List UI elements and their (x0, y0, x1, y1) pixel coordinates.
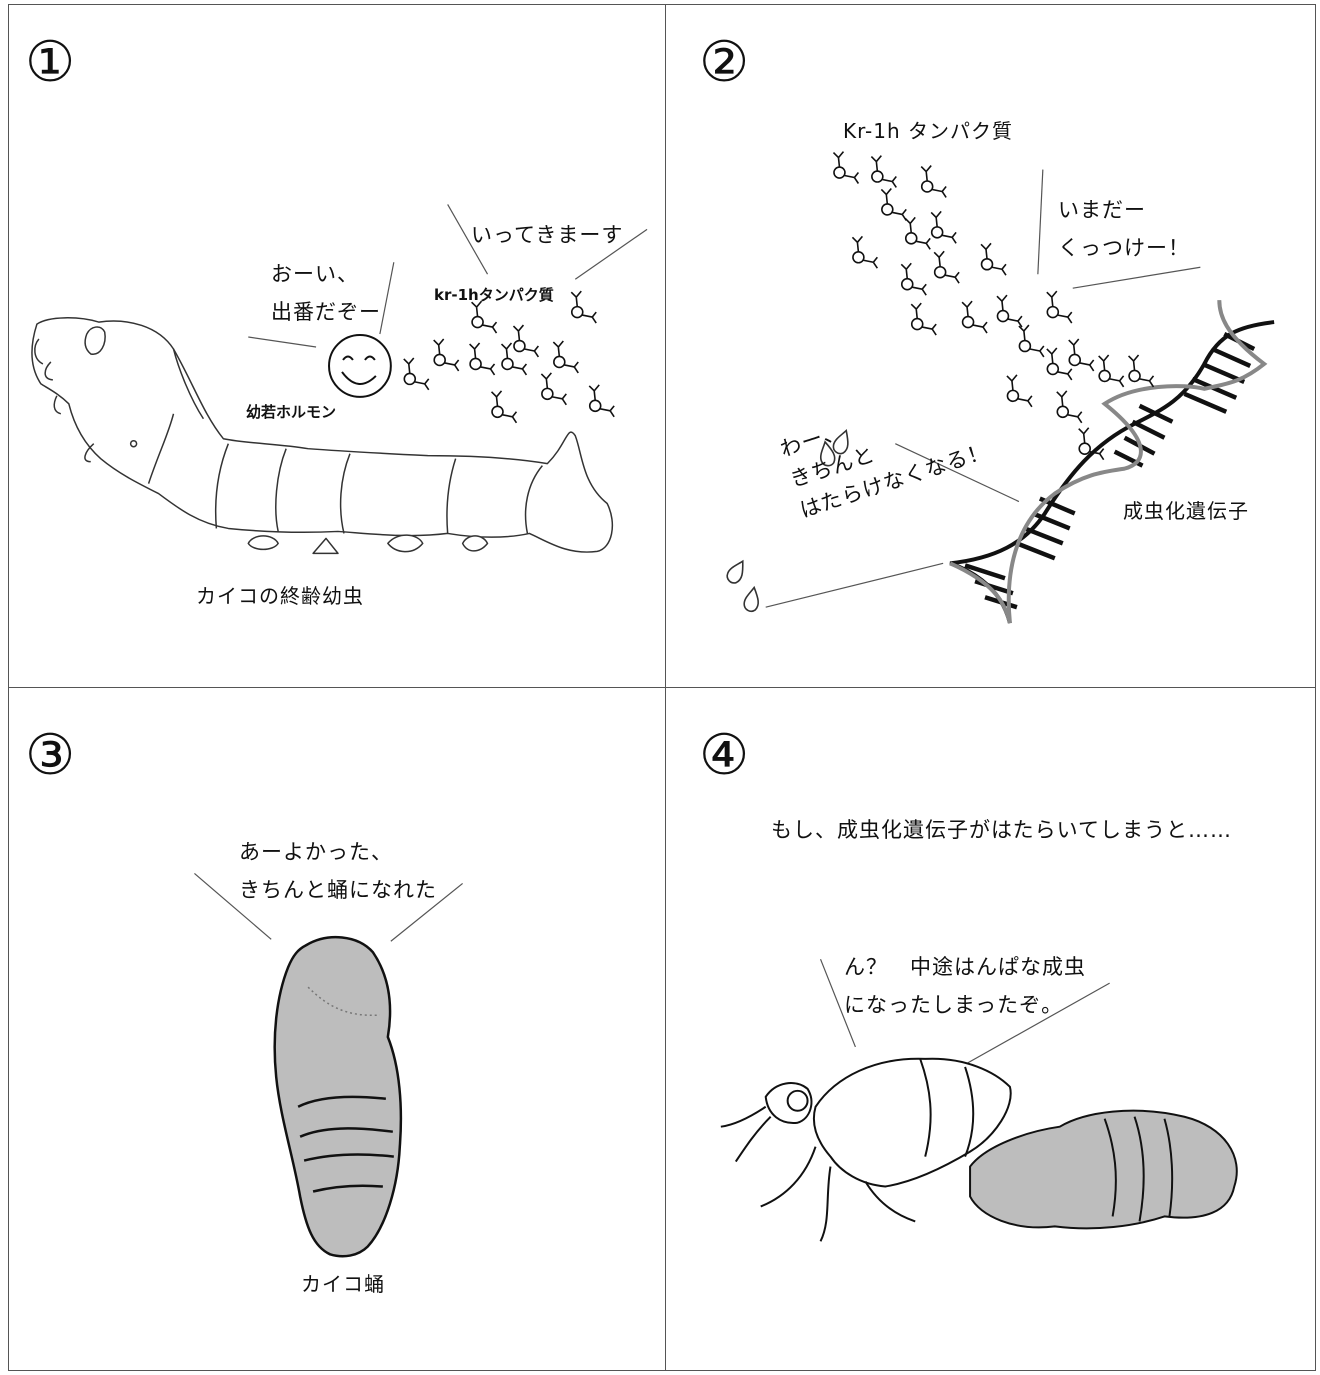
speech-lines (194, 873, 463, 942)
pupa-label: カイコ蛹 (301, 1272, 385, 1296)
hormone-label: 幼若ホルモン (246, 403, 337, 421)
narration: もし、成虫化遺伝子がはたらいてしまうと…… (771, 818, 1232, 842)
smiley-face-icon (328, 334, 392, 398)
panel-3-artwork (194, 873, 463, 1258)
dna-helix-drawing (949, 300, 1275, 624)
panel-4: ④ もし、成虫化遺伝子がはたらいてしまうと…… ん？ 中途はんぱな成虫 になった… (665, 687, 1316, 1371)
silkworm-larva-drawing (31, 317, 614, 555)
panel-1: ① おーい、 出番だぞー いってきまーす kr-1hタンパク質 幼若ホルモン カ… (8, 4, 666, 688)
protein-label: kr-1hタンパク質 (434, 286, 554, 304)
speech-lines (765, 169, 1201, 608)
panel-3: ③ あーよかった、 きちんと蛹になれた カイコ蛹 (8, 687, 666, 1371)
panel-2-artwork (723, 150, 1275, 624)
half-adult-moth-drawing (720, 1057, 1238, 1242)
panel-number: ② (699, 30, 750, 95)
protein-speech: いまだー くっつけー！ (1058, 198, 1190, 260)
protein-molecules-icon (402, 290, 615, 424)
panel-2: ② Kr-1h タンパク質 いまだー くっつけー！ 成虫化遺伝子 わー、 きちん… (665, 4, 1316, 688)
panel-4-artwork (720, 958, 1238, 1242)
protein-label: Kr-1h タンパク質 (843, 119, 1014, 143)
moth-speech: ん？ 中途はんぱな成虫 になったしまったぞ。 (844, 955, 1086, 1017)
caterpillar-label: カイコの終齢幼虫 (196, 584, 364, 608)
panel-number: ④ (699, 723, 750, 788)
speech-lines (819, 958, 1110, 1070)
speech-lines (248, 204, 648, 348)
silkworm-pupa-drawing (273, 936, 403, 1258)
pupa-speech: あーよかった、 きちんと蛹になれた (239, 840, 437, 902)
protein-speech: いってきまーす (471, 223, 624, 247)
hormone-speech: おーい、 出番だぞー (271, 262, 381, 324)
gene-label: 成虫化遺伝子 (1123, 499, 1249, 523)
panel-number: ① (25, 30, 76, 95)
panel-number: ③ (25, 723, 76, 788)
panel-1-artwork (31, 204, 648, 555)
